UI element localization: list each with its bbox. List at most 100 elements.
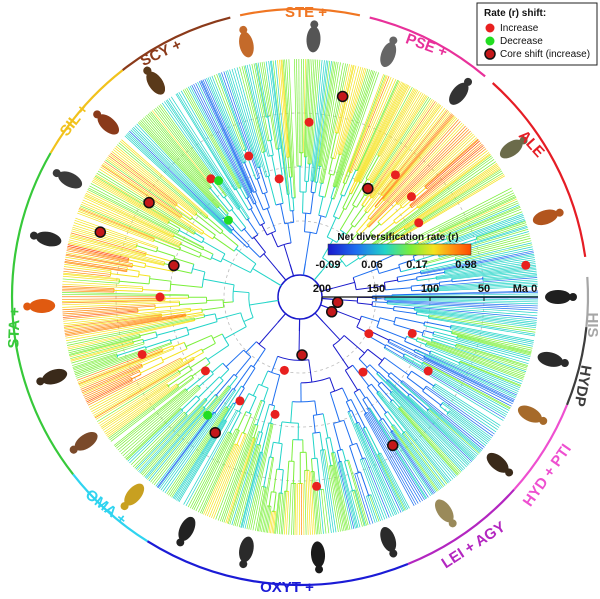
tip-branch xyxy=(334,69,372,187)
internal-branch xyxy=(376,199,384,209)
internal-branch xyxy=(141,356,162,366)
internal-branch xyxy=(266,208,277,232)
internal-branch xyxy=(263,151,271,177)
beetle-image xyxy=(532,208,564,226)
tip-branch xyxy=(399,407,460,474)
tip-branch xyxy=(84,376,131,400)
tip-branch xyxy=(446,208,522,239)
tip-branch xyxy=(256,62,267,118)
internal-branch xyxy=(386,228,406,241)
internal-branch xyxy=(211,257,222,263)
core-shift-marker xyxy=(143,196,155,209)
tip-branch xyxy=(416,310,537,327)
tip-branch xyxy=(417,152,490,208)
node-connector xyxy=(206,399,208,401)
beetle-image xyxy=(306,20,321,53)
tip-branch xyxy=(392,391,467,468)
core-shift-marker xyxy=(296,349,308,361)
tip-branch xyxy=(84,371,140,398)
node-connector xyxy=(426,409,429,412)
internal-branch xyxy=(256,401,266,426)
node-connector xyxy=(318,214,327,218)
beetle-head xyxy=(560,359,569,368)
beetle-body xyxy=(35,231,62,247)
tip-branch xyxy=(65,313,205,339)
tip-branch xyxy=(417,337,526,376)
node-connector xyxy=(421,363,423,365)
tip-branch xyxy=(364,106,443,211)
tip-branch xyxy=(117,144,207,219)
tip-branch xyxy=(62,299,166,304)
tip-branch xyxy=(314,60,331,183)
internal-branch xyxy=(417,230,440,242)
node-connector xyxy=(366,411,368,414)
tip-branch xyxy=(391,290,538,296)
tip-branch xyxy=(84,194,174,238)
internal-branch xyxy=(231,232,248,248)
internal-branch xyxy=(384,279,398,283)
tip-branch xyxy=(68,336,141,355)
node-connector xyxy=(229,386,232,389)
clade-arc xyxy=(513,404,569,491)
tip-branch xyxy=(248,423,273,530)
tip-branch xyxy=(381,111,450,196)
tip-branch xyxy=(117,391,188,451)
tip-branch xyxy=(304,470,307,535)
internal-branch xyxy=(261,422,270,453)
internal-branch xyxy=(314,182,318,193)
node-connector xyxy=(201,233,203,235)
node-connector xyxy=(446,412,449,415)
tip-branch xyxy=(476,222,527,240)
tip-branch xyxy=(80,203,180,247)
internal-branch xyxy=(162,348,188,361)
node-connector xyxy=(423,321,426,326)
internal-branch xyxy=(291,439,294,462)
node-connector xyxy=(186,414,188,416)
tip-branch xyxy=(93,178,170,223)
tip-branch xyxy=(147,395,218,480)
tip-branch xyxy=(347,411,392,517)
node-connector xyxy=(248,217,250,220)
tip-branch xyxy=(70,341,134,360)
node-connector xyxy=(186,327,190,335)
tip-branch xyxy=(241,452,262,528)
node-connector xyxy=(361,204,363,206)
internal-branch xyxy=(423,324,452,333)
tip-branch xyxy=(334,66,359,159)
internal-branch xyxy=(336,231,344,243)
internal-branch xyxy=(369,364,379,373)
tip-branch xyxy=(280,59,290,158)
tip-branch xyxy=(420,246,533,272)
tip-branch xyxy=(77,212,154,243)
internal-branch xyxy=(190,308,202,311)
internal-branch xyxy=(304,156,307,182)
internal-branch xyxy=(343,335,365,354)
legend-decrease-label: Decrease xyxy=(500,36,543,47)
tip-branch xyxy=(369,161,496,250)
tip-branch xyxy=(340,461,358,529)
internal-branch xyxy=(201,306,224,311)
tip-branch xyxy=(426,410,478,457)
tip-branch xyxy=(441,403,491,440)
tip-branch xyxy=(321,63,346,184)
tip-branch xyxy=(332,465,346,531)
internal-branch xyxy=(246,198,253,209)
time-axis: 200 150 100 50 Ma 0 xyxy=(313,283,538,301)
internal-branch xyxy=(270,140,274,156)
node-connector xyxy=(238,429,240,432)
tip-branch xyxy=(296,483,298,535)
tip-branch xyxy=(424,235,531,265)
internal-branch xyxy=(235,248,257,265)
internal-branch xyxy=(307,163,311,182)
tip-branch xyxy=(418,200,518,245)
tip-branch xyxy=(386,164,498,240)
stem-branch xyxy=(321,287,333,292)
internal-branch xyxy=(424,321,451,328)
internal-branch xyxy=(245,341,257,353)
internal-branch xyxy=(393,309,417,315)
tip-branch xyxy=(173,403,234,500)
internal-branch xyxy=(308,359,313,383)
tip-branch xyxy=(151,110,211,184)
tip-branch xyxy=(95,369,179,420)
tip-branch xyxy=(183,409,237,505)
